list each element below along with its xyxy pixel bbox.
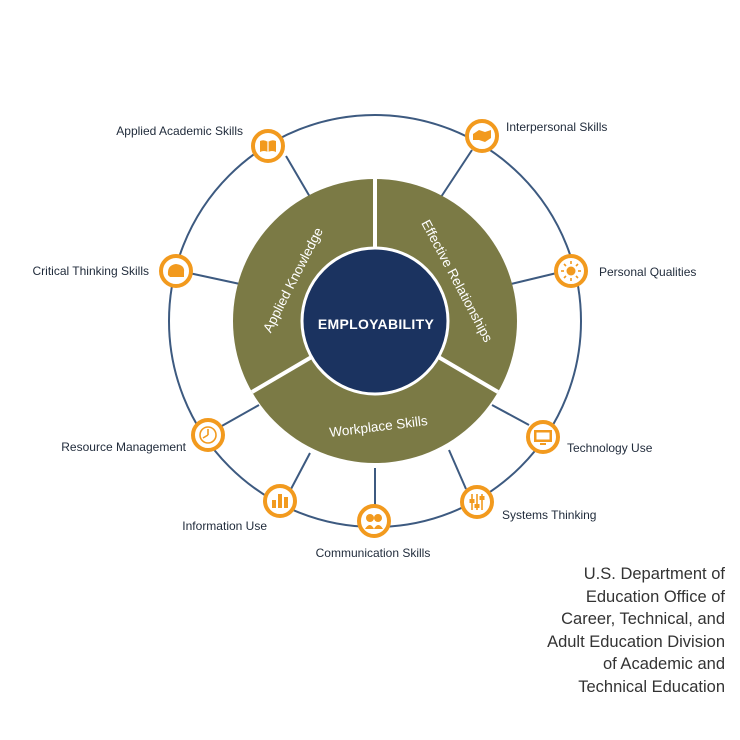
source-line: Adult Education Division: [547, 632, 725, 651]
source-line: of Academic and: [603, 655, 725, 674]
spoke-systems-thinking: [448, 449, 467, 490]
spoke-technology-use: [491, 404, 530, 426]
center-circle: [300, 246, 450, 396]
source-line: Career, Technical, and: [561, 610, 725, 629]
head-icon: [159, 254, 193, 288]
source-line: Education Office of: [585, 587, 725, 606]
skill-label-applied-academic: Applied Academic Skills: [116, 124, 243, 138]
monitor-icon: [526, 420, 560, 454]
sun-icon: [554, 254, 588, 288]
skill-label-systems-thinking: Systems Thinking: [502, 508, 596, 522]
handshake-icon: [465, 119, 499, 153]
source-line: U.S. Department of: [583, 565, 725, 583]
skill-label-communication: Communication Skills: [316, 546, 431, 560]
source-note: U.S. Department of Education Office of C…: [465, 563, 725, 699]
spoke-interpersonal: [440, 149, 473, 198]
spoke-information-use: [290, 452, 311, 490]
clock-icon: [191, 418, 225, 452]
skill-label-resource-management: Resource Management: [61, 440, 186, 454]
skill-label-critical-thinking: Critical Thinking Skills: [33, 264, 149, 278]
skill-label-interpersonal: Interpersonal Skills: [506, 120, 607, 134]
center-label: EMPLOYABILITY: [318, 316, 435, 332]
spoke-personal-qualities: [510, 271, 562, 285]
skill-label-technology-use: Technology Use: [567, 441, 653, 455]
spoke-applied-academic: [285, 155, 311, 198]
skill-label-information-use: Information Use: [182, 519, 267, 533]
spoke-resource-management: [219, 404, 260, 428]
bar-chart-icon: [263, 484, 297, 518]
spokes: [188, 149, 562, 506]
people-talking-icon: [357, 504, 391, 538]
skill-label-personal-qualities: Personal Qualities: [599, 265, 696, 279]
sliders-icon: [460, 485, 494, 519]
spoke-critical-thinking: [188, 272, 241, 285]
book-icon: [251, 129, 285, 163]
source-line: Technical Education: [578, 677, 725, 696]
